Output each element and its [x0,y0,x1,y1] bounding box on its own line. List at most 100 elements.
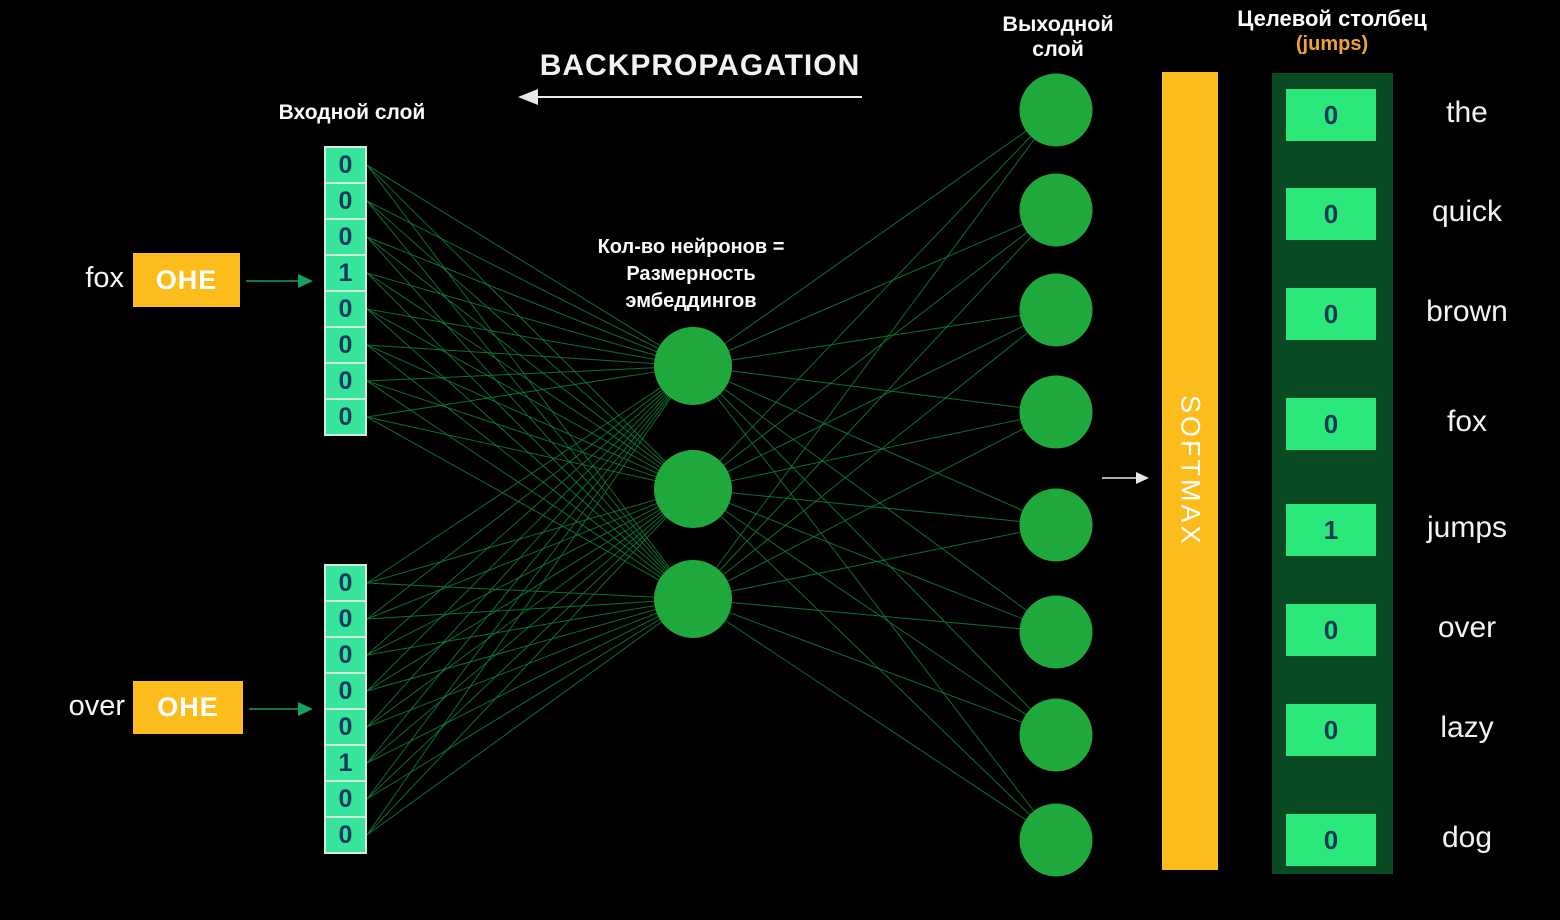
connection-edge [366,598,694,692]
input-word-over: over [68,690,125,722]
connection-edge [692,109,1057,490]
connection-edge [366,488,694,656]
onehot-cell: 0 [326,184,365,218]
connection-edge [366,488,694,584]
hidden-neuron [654,327,732,405]
connection-edge [366,598,694,656]
hidden-layer-neurons [654,327,732,638]
connection-edge [366,598,694,620]
backpropagation-title: BACKPROPAGATION [539,49,861,82]
connection-edge [692,365,1057,736]
connection-edge [366,488,694,728]
connection-edge [692,488,1057,736]
connection-edge [366,598,694,800]
target-value-box: 0 [1286,814,1376,866]
connection-edge [692,209,1057,600]
target-word-label: quick [1431,195,1503,228]
connection-edge [366,416,694,490]
connection-edge [692,488,1057,526]
connection-edge [692,365,1057,633]
target-value-box: 0 [1286,704,1376,756]
output-layer-neurons [1019,73,1093,877]
connection-edge [692,598,1057,633]
connection-edge [692,365,1057,841]
output-neuron [1019,595,1093,669]
connection-edge [692,488,1057,841]
connection-edge [692,309,1057,490]
connection-edges [366,109,1057,841]
connection-edge [366,582,694,600]
connection-edge [366,200,694,600]
ohe-arrow-fox [246,274,313,288]
output-neuron [1019,173,1093,247]
target-word-label: over [1437,611,1497,644]
connection-edge [366,365,694,620]
connection-edge [366,365,694,764]
onehot-cell: 1 [326,256,365,290]
onehot-cell: 0 [326,364,365,398]
connection-edge [692,209,1057,367]
connection-edge [366,365,694,584]
connection-edge [692,524,1057,600]
connection-edge [692,411,1057,490]
connection-edge [366,236,694,490]
input-layer-title: Входной слой [278,101,426,124]
connection-edge [366,598,694,836]
connection-edge [366,272,694,367]
target-value-box: 0 [1286,188,1376,240]
connection-edge [692,309,1057,367]
connection-edge [366,365,694,692]
target-column-title: Целевой столбец [1237,6,1427,31]
connection-edge [366,488,694,620]
connection-edge [366,272,694,600]
onehot-cell: 0 [326,148,365,182]
connection-edge [366,380,694,600]
output-neuron [1019,375,1093,449]
connection-edge [692,365,1057,413]
hidden-caption-line: Размерность [626,263,756,285]
connection-edge [366,200,694,490]
target-value-box: 0 [1286,398,1376,450]
hidden-caption-line: Кол-во нейронов = [597,236,785,258]
onehot-cell: 0 [326,602,365,636]
input-word-fox: fox [85,262,124,294]
connection-edge [366,598,694,728]
target-word-label: the [1446,96,1488,129]
connection-edge [366,416,694,600]
softmax-label: SOFTMAX [1175,395,1206,547]
onehot-cell: 0 [326,818,365,852]
ohe-encoder-box-over: OHE [133,681,243,734]
onehot-cell: 0 [326,400,365,434]
target-value-box: 0 [1286,288,1376,340]
connection-edge [366,380,694,490]
hidden-neuron [654,450,732,528]
target-word-label: dog [1441,821,1493,854]
target-value-box: 0 [1286,89,1376,141]
connection-edge [366,344,694,490]
connection-edge [692,309,1057,600]
connection-edge [692,598,1057,841]
connection-edge [366,308,694,367]
target-value-box: 0 [1286,604,1376,656]
connection-edge [366,236,694,367]
target-column-subtitle: (jumps) [1295,33,1369,55]
connection-edge [366,164,694,367]
output-neuron [1019,698,1093,772]
connection-edge [692,109,1057,367]
hidden-neuron [654,560,732,638]
onehot-cell: 0 [326,292,365,326]
connection-edge [366,365,694,656]
connection-edge [366,236,694,600]
connection-edge [366,164,694,490]
output-neuron [1019,488,1093,562]
connection-edge [366,488,694,764]
connection-edge [366,344,694,600]
hidden-layer-caption: Кол-во нейронов = Размерность эмбеддинго… [552,234,830,315]
connection-edge [366,164,694,600]
output-neuron [1019,803,1093,877]
target-word-label: brown [1426,295,1508,328]
connection-edge [366,488,694,692]
